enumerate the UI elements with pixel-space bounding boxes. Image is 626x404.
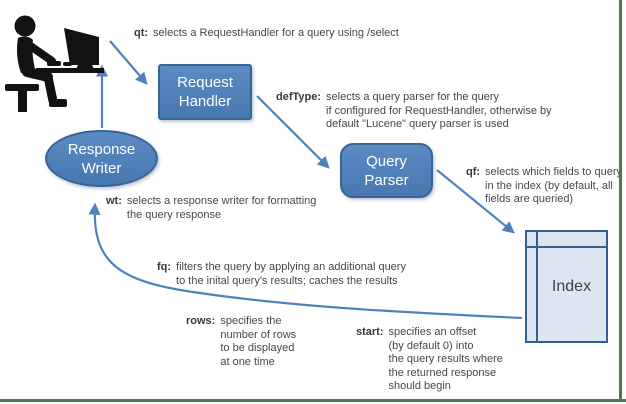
annotation-line: default "Lucene" query parser is used — [326, 118, 509, 130]
index-node: Index — [525, 230, 608, 343]
request-handler-node: Request Handler — [158, 64, 252, 120]
node-label-line: Response — [67, 140, 136, 158]
annotation-line: specifies the — [220, 315, 282, 327]
annotation-deftype: defType: selects a query parser for the … — [276, 91, 552, 132]
annotation-line: should begin — [388, 380, 451, 392]
annotation-qf: qf: selects which fields to query in the… — [466, 166, 622, 207]
node-label-line: Handler — [178, 93, 232, 110]
annotation-line: to be displayed — [220, 342, 295, 354]
annotation-text: selects a query parser for the query if … — [326, 91, 552, 132]
param-label-start: start: — [356, 326, 384, 338]
annotation-line: fields are queried) — [485, 193, 574, 205]
frame-border-bottom — [0, 399, 626, 402]
annotation-text: selects which fields to query in the ind… — [485, 166, 622, 207]
annotation-text: specifies an offset (by default 0) into … — [389, 326, 503, 394]
node-label-line: Query — [366, 152, 407, 170]
annotation-wt: wt: selects a response writer for format… — [106, 195, 316, 222]
annotation-qt: qt: selects a RequestHandler for a query… — [134, 27, 399, 41]
annotation-line: specifies an offset — [388, 326, 477, 338]
annotation-line: (by default 0) into — [388, 339, 474, 352]
param-label-wt: wt: — [106, 195, 122, 207]
index-margin-line — [536, 232, 538, 341]
annotation-fq: fq: filters the query by applying an add… — [157, 261, 406, 288]
node-label-line: Writer — [81, 159, 122, 177]
node-label-line: Index — [551, 278, 592, 295]
param-label-deftype: defType: — [276, 91, 322, 103]
annotation-line: number of rows — [220, 328, 297, 341]
annotation-line: the query results where — [388, 353, 503, 365]
annotation-rows: rows: specifies the number of rows to be… — [186, 315, 296, 369]
annotation-line: the returned response — [388, 366, 497, 379]
param-label-qt: qt: — [134, 27, 149, 39]
annotation-line: if configured for RequestHandler, otherw… — [326, 104, 552, 117]
node-label-line: Request — [177, 74, 233, 91]
node-label-line: Parser — [364, 171, 409, 189]
annotation-line: the query response — [126, 208, 222, 221]
annotation-line: filters the query by applying an additio… — [176, 261, 406, 273]
annotation-line: selects which fields to query — [485, 166, 622, 178]
annotation-start: start: specifies an offset (by default 0… — [356, 326, 503, 394]
index-header-line — [527, 246, 606, 248]
annotation-text: specifies the number of rows to be displ… — [220, 315, 296, 369]
annotation-text: filters the query by applying an additio… — [176, 261, 406, 288]
annotation-text: selects a response writer for formatting… — [127, 195, 317, 222]
annotation-line: at one time — [220, 355, 275, 368]
param-label-rows: rows: — [186, 315, 216, 327]
param-label-fq: fq: — [157, 261, 172, 273]
user-at-computer-icon — [5, 15, 104, 112]
annotation-line: in the index (by default, all — [485, 179, 613, 192]
query-parser-node: Query Parser — [340, 143, 433, 198]
annotation-line: selects a response writer for formatting — [126, 195, 317, 207]
annotation-line: to the inital query's results; caches th… — [176, 274, 398, 287]
response-writer-node: Response Writer — [45, 130, 158, 187]
qt-arrow — [109, 40, 148, 85]
frame-border-right — [619, 0, 622, 402]
param-label-qf: qf: — [466, 166, 481, 178]
annotation-line: selects a query parser for the query — [326, 91, 500, 103]
annotation-line: selects a RequestHandler for a query usi… — [153, 27, 399, 39]
annotation-text: selects a RequestHandler for a query usi… — [153, 27, 399, 41]
